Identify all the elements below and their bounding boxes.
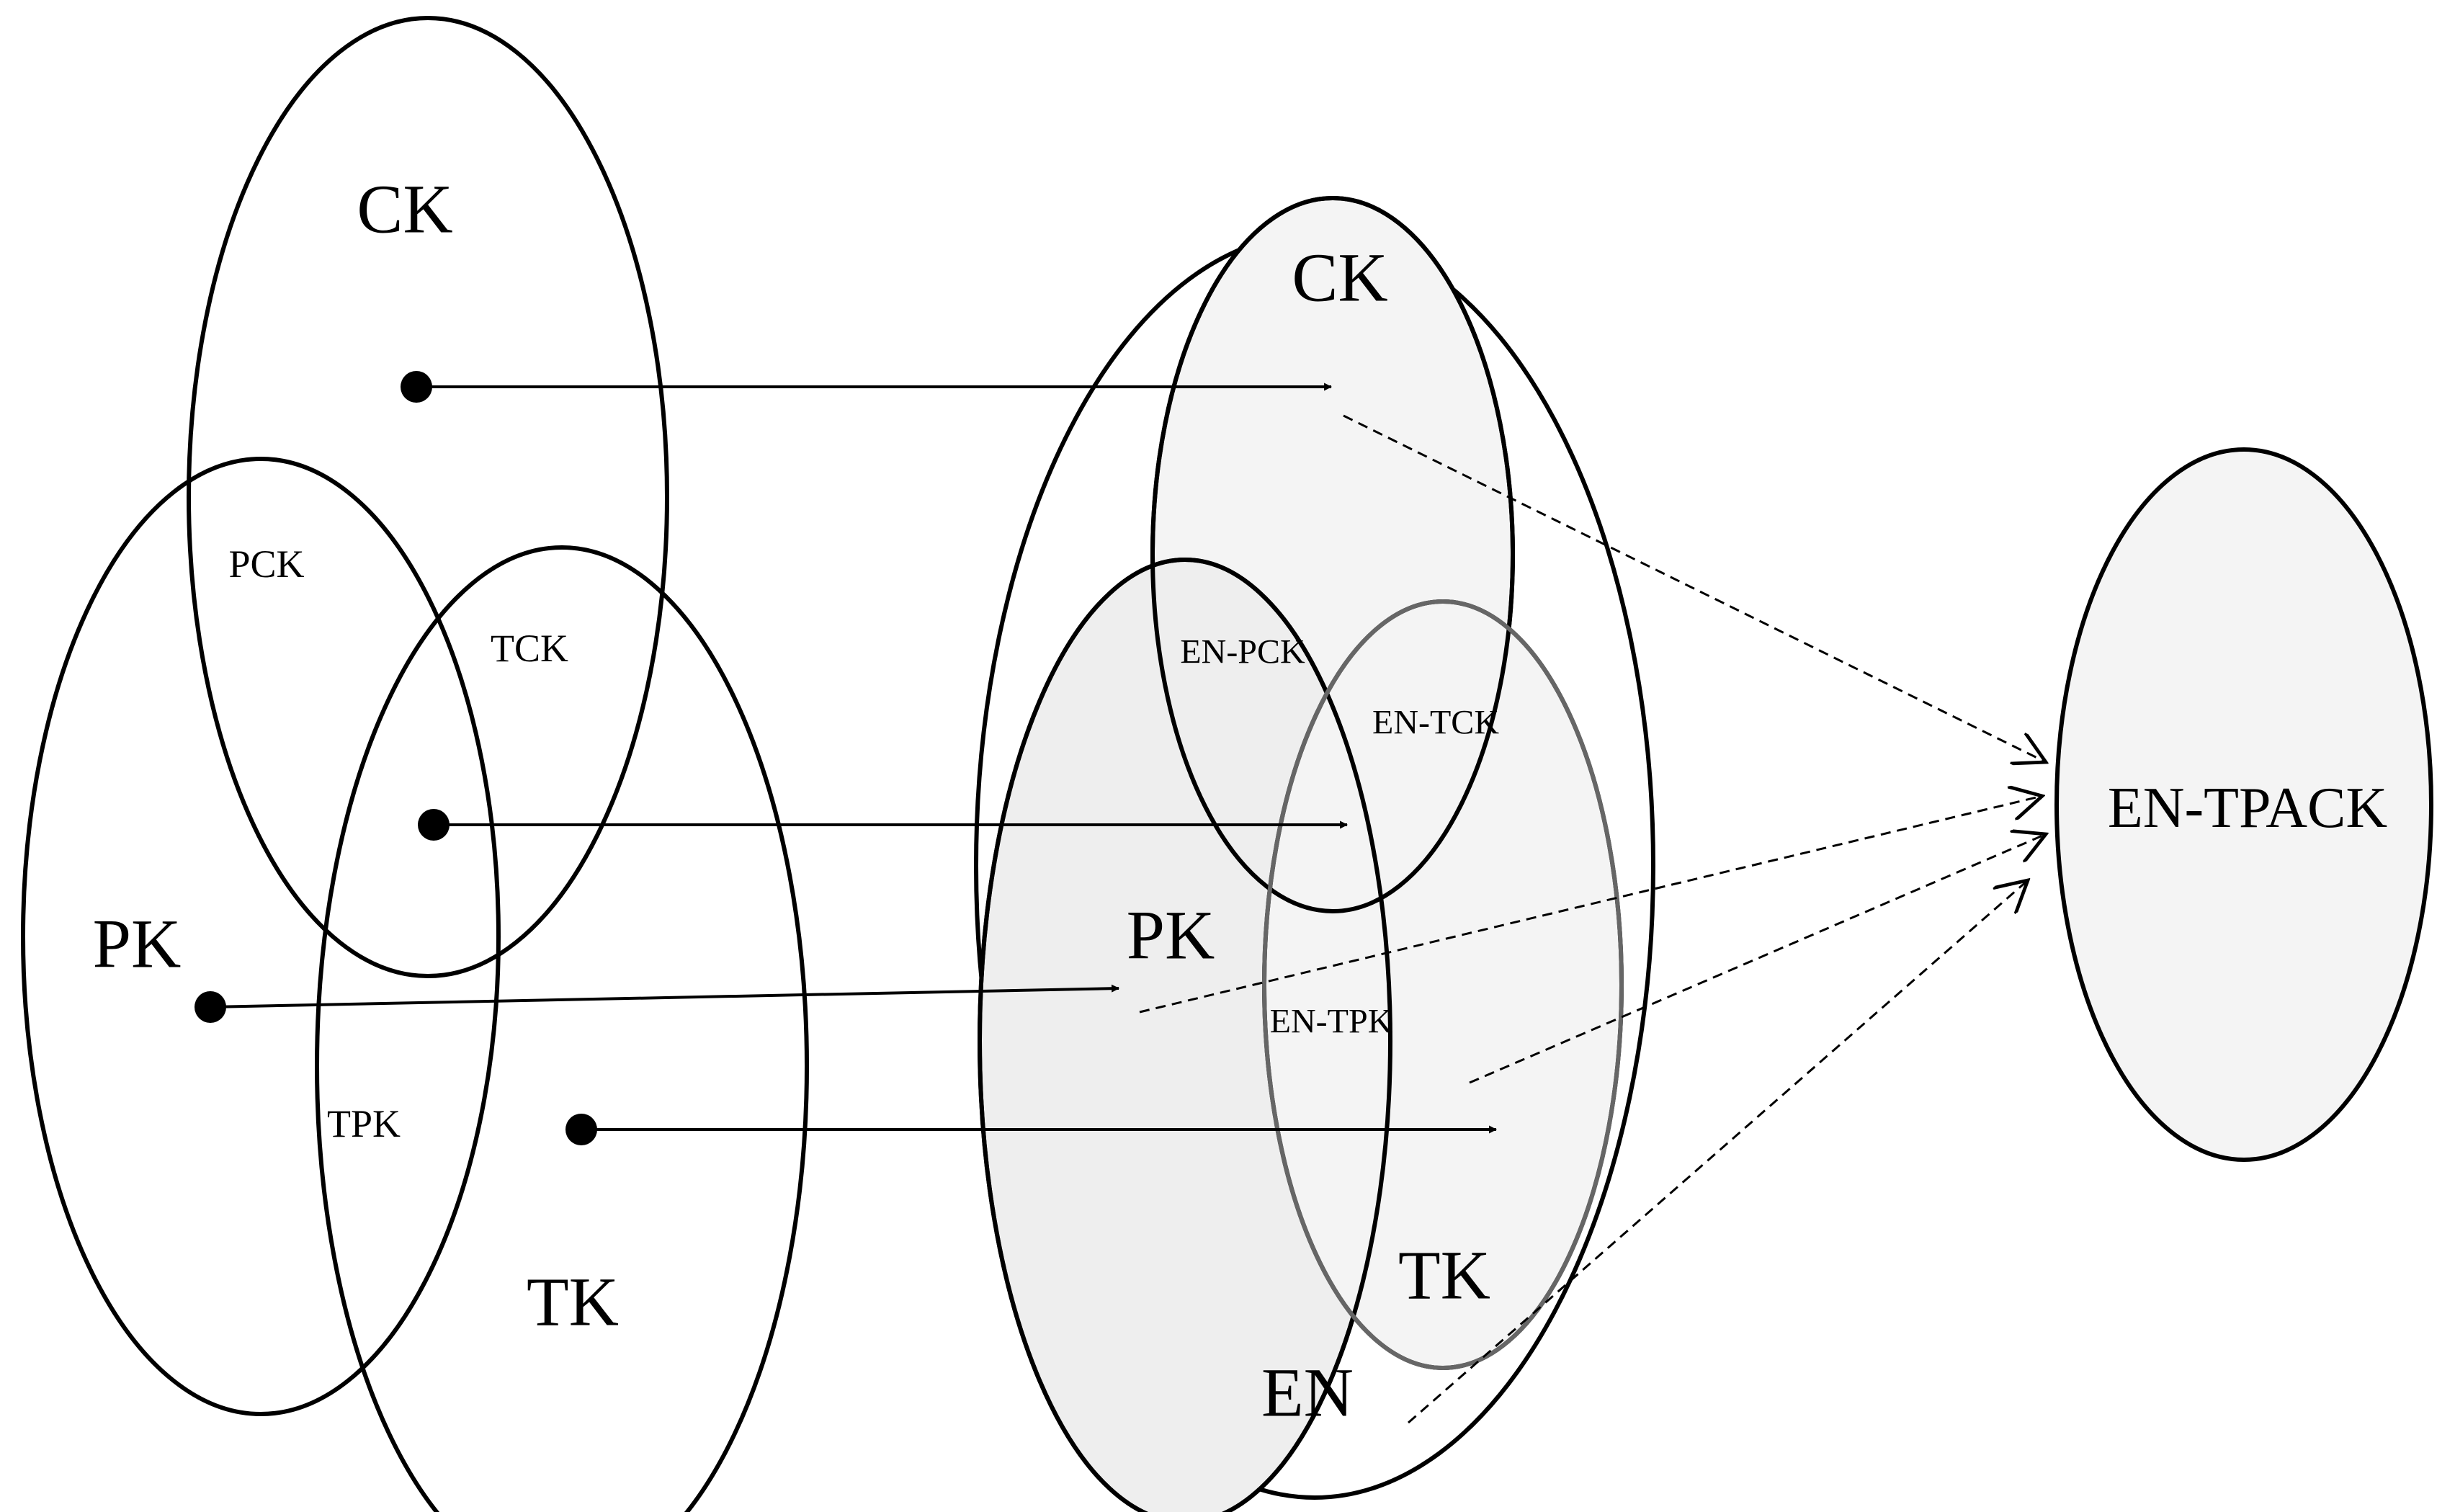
arrow-pk — [210, 984, 1120, 1008]
middle-pk-outline — [978, 558, 1392, 1512]
middle-tk-label: TK — [1398, 1237, 1490, 1314]
left-pck-label: PCK — [228, 542, 304, 586]
dashed-arrow-en — [1408, 880, 2028, 1424]
middle-venn: CK PK TK EN EN-PCK EN-TCK EN-TPK — [974, 196, 1655, 1512]
left-tk-ellipse — [315, 545, 809, 1512]
left-venn: CK PK TK PCK TCK TPK — [21, 16, 809, 1512]
middle-tk-outline — [1262, 599, 1624, 1370]
middle-pk-label: PK — [1127, 897, 1215, 974]
en-label: EN — [1261, 1354, 1354, 1431]
middle-en-pck-label: EN-PCK — [1180, 633, 1305, 671]
integration-arrows — [1139, 414, 2046, 1424]
en-tpack-label: EN-TPACK — [2108, 777, 2387, 840]
left-tck-label: TCK — [491, 627, 568, 670]
middle-en-tck-label: EN-TCK — [1372, 704, 1499, 742]
left-ck-ellipse — [187, 16, 669, 978]
left-tpk-label: TPK — [327, 1102, 401, 1145]
dashed-arrow-ck — [1343, 414, 2046, 762]
left-pk-ellipse — [21, 457, 501, 1416]
left-ck-label: CK — [357, 171, 452, 248]
middle-en-tpk-label: EN-TPK — [1270, 1003, 1393, 1041]
en-tpack-ellipse — [2054, 447, 2433, 1162]
result-group: EN-TPACK — [2054, 447, 2433, 1162]
dashed-arrow-pk — [1139, 796, 2042, 1014]
transfer-arrows — [210, 383, 1498, 1134]
middle-ck-label: CK — [1292, 239, 1387, 316]
left-tk-label: TK — [527, 1263, 619, 1341]
middle-ck-outline — [1150, 196, 1515, 913]
left-pk-label: PK — [93, 905, 182, 983]
dashed-arrow-tk — [1469, 834, 2046, 1084]
